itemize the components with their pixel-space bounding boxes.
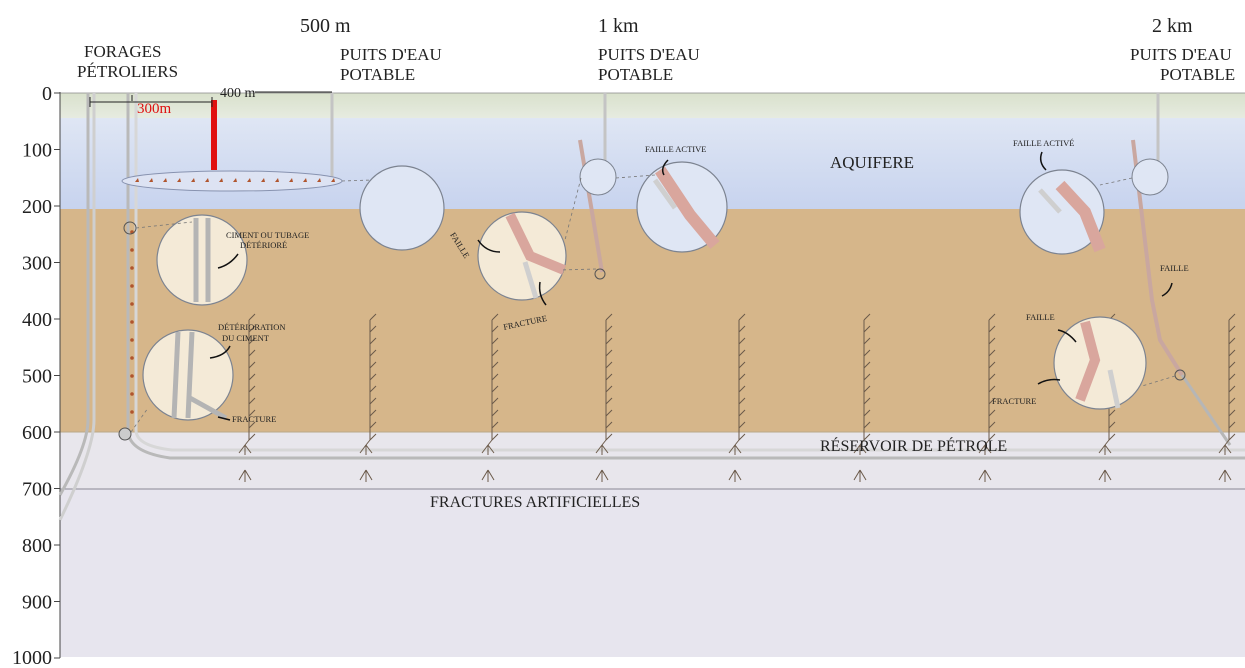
annot-cement-casing-2: DÉTÉRIORÉ <box>240 240 287 250</box>
depth-tick-label: 700 <box>22 479 52 501</box>
depth-tick-label: 500 <box>22 366 52 388</box>
water-well-1km-label-2: POTABLE <box>598 65 673 84</box>
aquifer-label: AQUIFERE <box>830 153 914 172</box>
reservoir-layer <box>60 432 1245 489</box>
contaminant-dot <box>130 266 134 270</box>
contaminant-dot <box>130 356 134 360</box>
red-depth-marker <box>211 100 217 170</box>
depth-tick-label: 0 <box>42 83 52 105</box>
fractures-label: FRACTURES ARTIFICIELLES <box>430 494 640 511</box>
oil-wells-label-2: PÉTROLIERS <box>77 62 178 81</box>
zoom-fault-1 <box>478 212 566 300</box>
annot-fracture-small: FRACTURE <box>232 414 276 424</box>
oil-wells-label-1: FORAGES <box>84 42 161 61</box>
contaminant-dot <box>130 374 134 378</box>
annot-faille-3: FAILLE <box>1026 312 1055 322</box>
contamination-plume <box>122 171 342 191</box>
contaminant-dot <box>130 302 134 306</box>
water-well-2km-label-2: POTABLE <box>1160 65 1235 84</box>
annot-cement-det-1: DÉTÉRIORATION <box>218 322 286 332</box>
distance-2km: 2 km <box>1152 15 1193 37</box>
depth-tick-label: 100 <box>22 140 52 162</box>
contaminant-dot <box>130 410 134 414</box>
contaminant-dot <box>130 248 134 252</box>
contaminant-dot <box>130 338 134 342</box>
depth-tick-label: 400 <box>22 309 52 331</box>
depth-tick-label: 200 <box>22 196 52 218</box>
water-well-1km-label-1: PUITS D'EAU <box>598 45 700 64</box>
contaminant-dot <box>130 392 134 396</box>
depth-tick-label: 900 <box>22 592 52 614</box>
annot-faille-2: FAILLE <box>1160 263 1189 273</box>
annot-cement-det-2: DU CIMENT <box>222 333 270 343</box>
water-well-2km-label-1: PUITS D'EAU <box>1130 45 1232 64</box>
dist-400m-label: 400 m <box>220 86 256 101</box>
contaminant-dot <box>130 320 134 324</box>
annot-faille-active-1: FAILLE ACTIVE <box>645 144 706 154</box>
depth-tick-label: 600 <box>22 422 52 444</box>
depth-tick-label: 300 <box>22 253 52 275</box>
distance-1km: 1 km <box>598 15 639 37</box>
zoom-plume <box>360 166 444 250</box>
water-well-500m-label-2: POTABLE <box>340 65 415 84</box>
deep-layer <box>60 489 1245 657</box>
depth-tick-label: 1000 <box>12 647 52 668</box>
water-well-500m-label-1: PUITS D'EAU <box>340 45 442 64</box>
contaminant-dot <box>130 284 134 288</box>
reservoir-label: RÉSERVOIR DE PÉTROLE <box>820 436 1007 455</box>
zoom-fault-2 <box>1054 317 1146 409</box>
distance-500m: 500 m <box>300 15 351 37</box>
dist-300m-label: 300m <box>137 101 172 117</box>
annot-fracture-2: FRACTURE <box>992 396 1036 406</box>
annot-cement-casing-1: CIMENT OU TUBAGE <box>226 230 309 240</box>
depth-tick-label: 800 <box>22 535 52 557</box>
annot-faille-active-2: FAILLE ACTIVÉ <box>1013 138 1074 148</box>
depth-axis: 0 100 200 300 400 500 600 700 800 900 1000 <box>12 83 60 668</box>
